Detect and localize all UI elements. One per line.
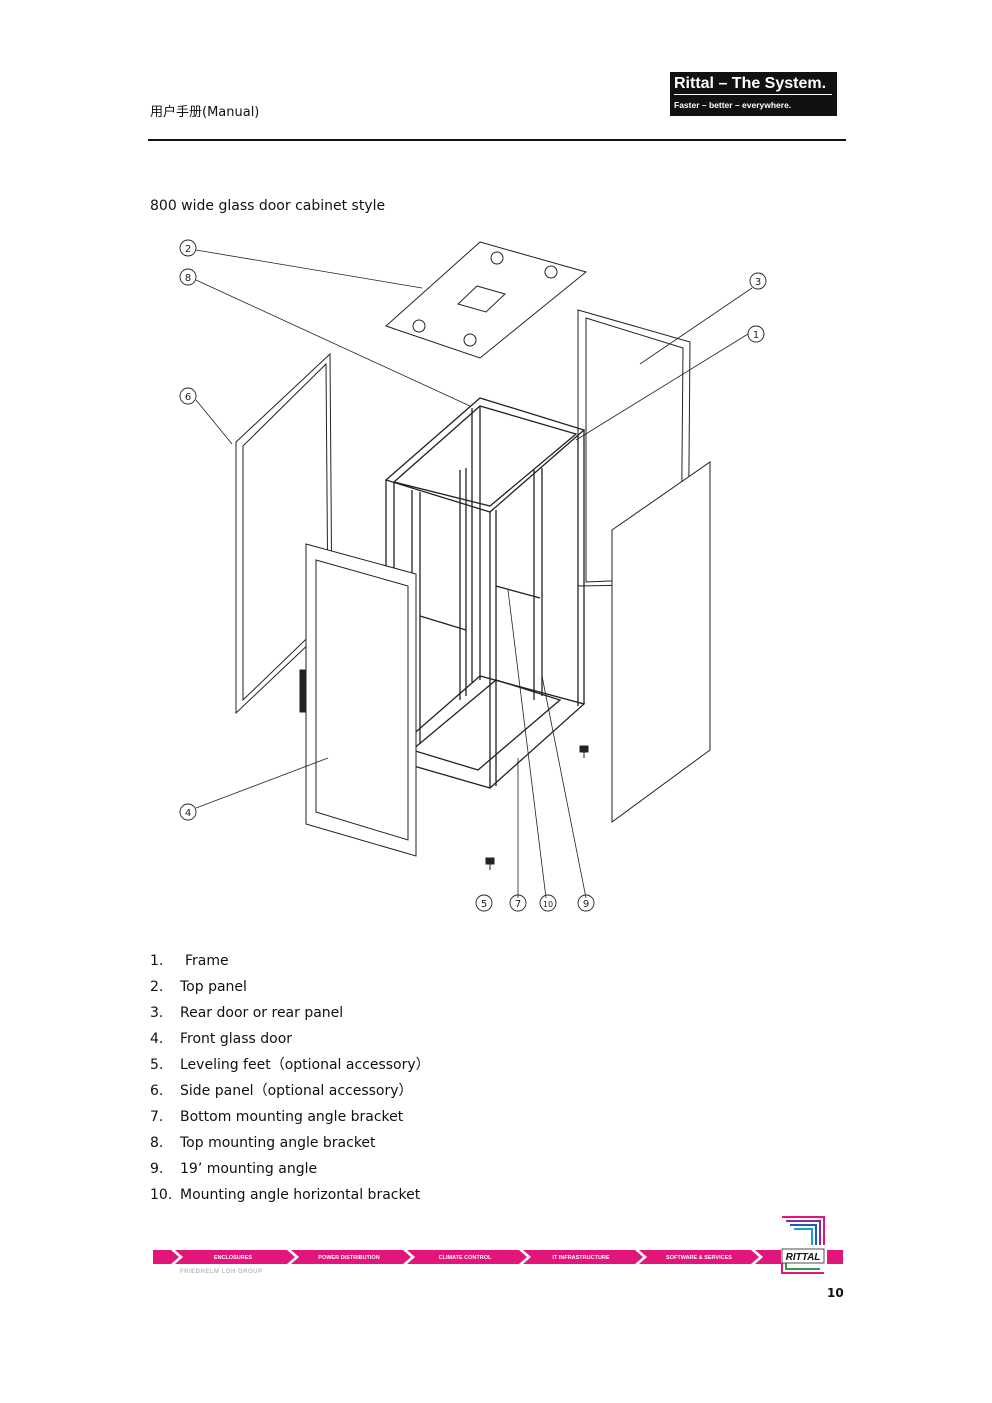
footer-nav-enclosures: ENCLOSURES xyxy=(214,1255,253,1261)
callout-9: 9 xyxy=(583,899,589,910)
callout-8: 8 xyxy=(185,273,191,284)
exploded-cabinet-diagram: 1 2 3 4 5 6 7 8 9 10 xyxy=(179,239,767,912)
callout-5: 5 xyxy=(481,899,487,910)
list-item: 4.Front glass door xyxy=(150,1031,293,1047)
callout-7: 7 xyxy=(515,899,521,910)
leader-lines xyxy=(195,249,753,899)
list-item: 10.Mounting angle horizontal bracket xyxy=(150,1187,421,1203)
footer-group-name: FRIEDHELM LOH GROUP xyxy=(180,1269,263,1275)
header-rule xyxy=(148,139,846,141)
callout-4: 4 xyxy=(185,808,191,819)
page-number: 10 xyxy=(827,1286,844,1300)
callout-6: 6 xyxy=(185,392,191,403)
list-item: 1.Frame xyxy=(150,953,229,969)
callout-10: 10 xyxy=(543,900,553,909)
list-item: 2.Top panel xyxy=(150,979,247,995)
list-item: 3.Rear door or rear panel xyxy=(150,1005,344,1021)
top-panel-drawing xyxy=(385,241,588,359)
list-item: 7.Bottom mounting angle bracket xyxy=(150,1109,404,1125)
callout-3: 3 xyxy=(755,277,761,288)
rittal-logo: Rittal – The System. Faster – better – e… xyxy=(670,72,837,116)
footer-arrows xyxy=(171,1250,763,1264)
list-item: 8.Top mounting angle bracket xyxy=(150,1135,376,1151)
logo-main-text: Rittal – The System. xyxy=(674,75,827,92)
callout-circles xyxy=(179,239,767,912)
footer-nav-it: IT INFRASTRUCTURE xyxy=(552,1255,609,1261)
logo-divider xyxy=(674,94,832,95)
header-title: 用户手册(Manual) xyxy=(150,105,260,120)
leveling-feet-drawing xyxy=(485,745,589,870)
callout-2: 2 xyxy=(185,244,191,255)
logo-tagline: Faster – better – everywhere. xyxy=(674,100,792,110)
brand-mark-stripes xyxy=(781,1216,825,1274)
footer-nav-band: ENCLOSURES POWER DISTRIBUTION CLIMATE CO… xyxy=(153,1250,843,1264)
section-title: 800 wide glass door cabinet style xyxy=(150,198,386,214)
callout-1: 1 xyxy=(753,330,759,341)
callout-labels: 1 2 3 4 5 6 7 8 9 10 xyxy=(185,244,761,910)
front-glass-door-drawing xyxy=(299,543,417,857)
footer-band-end xyxy=(827,1250,843,1264)
parts-list: 1.Frame 2.Top panel 3.Rear door or rear … xyxy=(150,950,430,1210)
footer-nav-software: SOFTWARE & SERVICES xyxy=(666,1255,732,1261)
list-item: 9.19’ mounting angle xyxy=(150,1161,318,1177)
list-item: 6.Side panel（optional accessory） xyxy=(150,1083,413,1099)
rittal-brand-mark: RITTAL xyxy=(781,1216,825,1274)
footer-band-bar xyxy=(153,1250,781,1264)
right-side-panel-drawing xyxy=(611,461,711,823)
brand-mark-text: RITTAL xyxy=(786,1252,821,1263)
footer-nav-power: POWER DISTRIBUTION xyxy=(318,1255,379,1261)
footer-nav-climate: CLIMATE CONTROL xyxy=(439,1255,492,1261)
list-item: 5.Leveling feet（optional accessory） xyxy=(150,1057,430,1073)
